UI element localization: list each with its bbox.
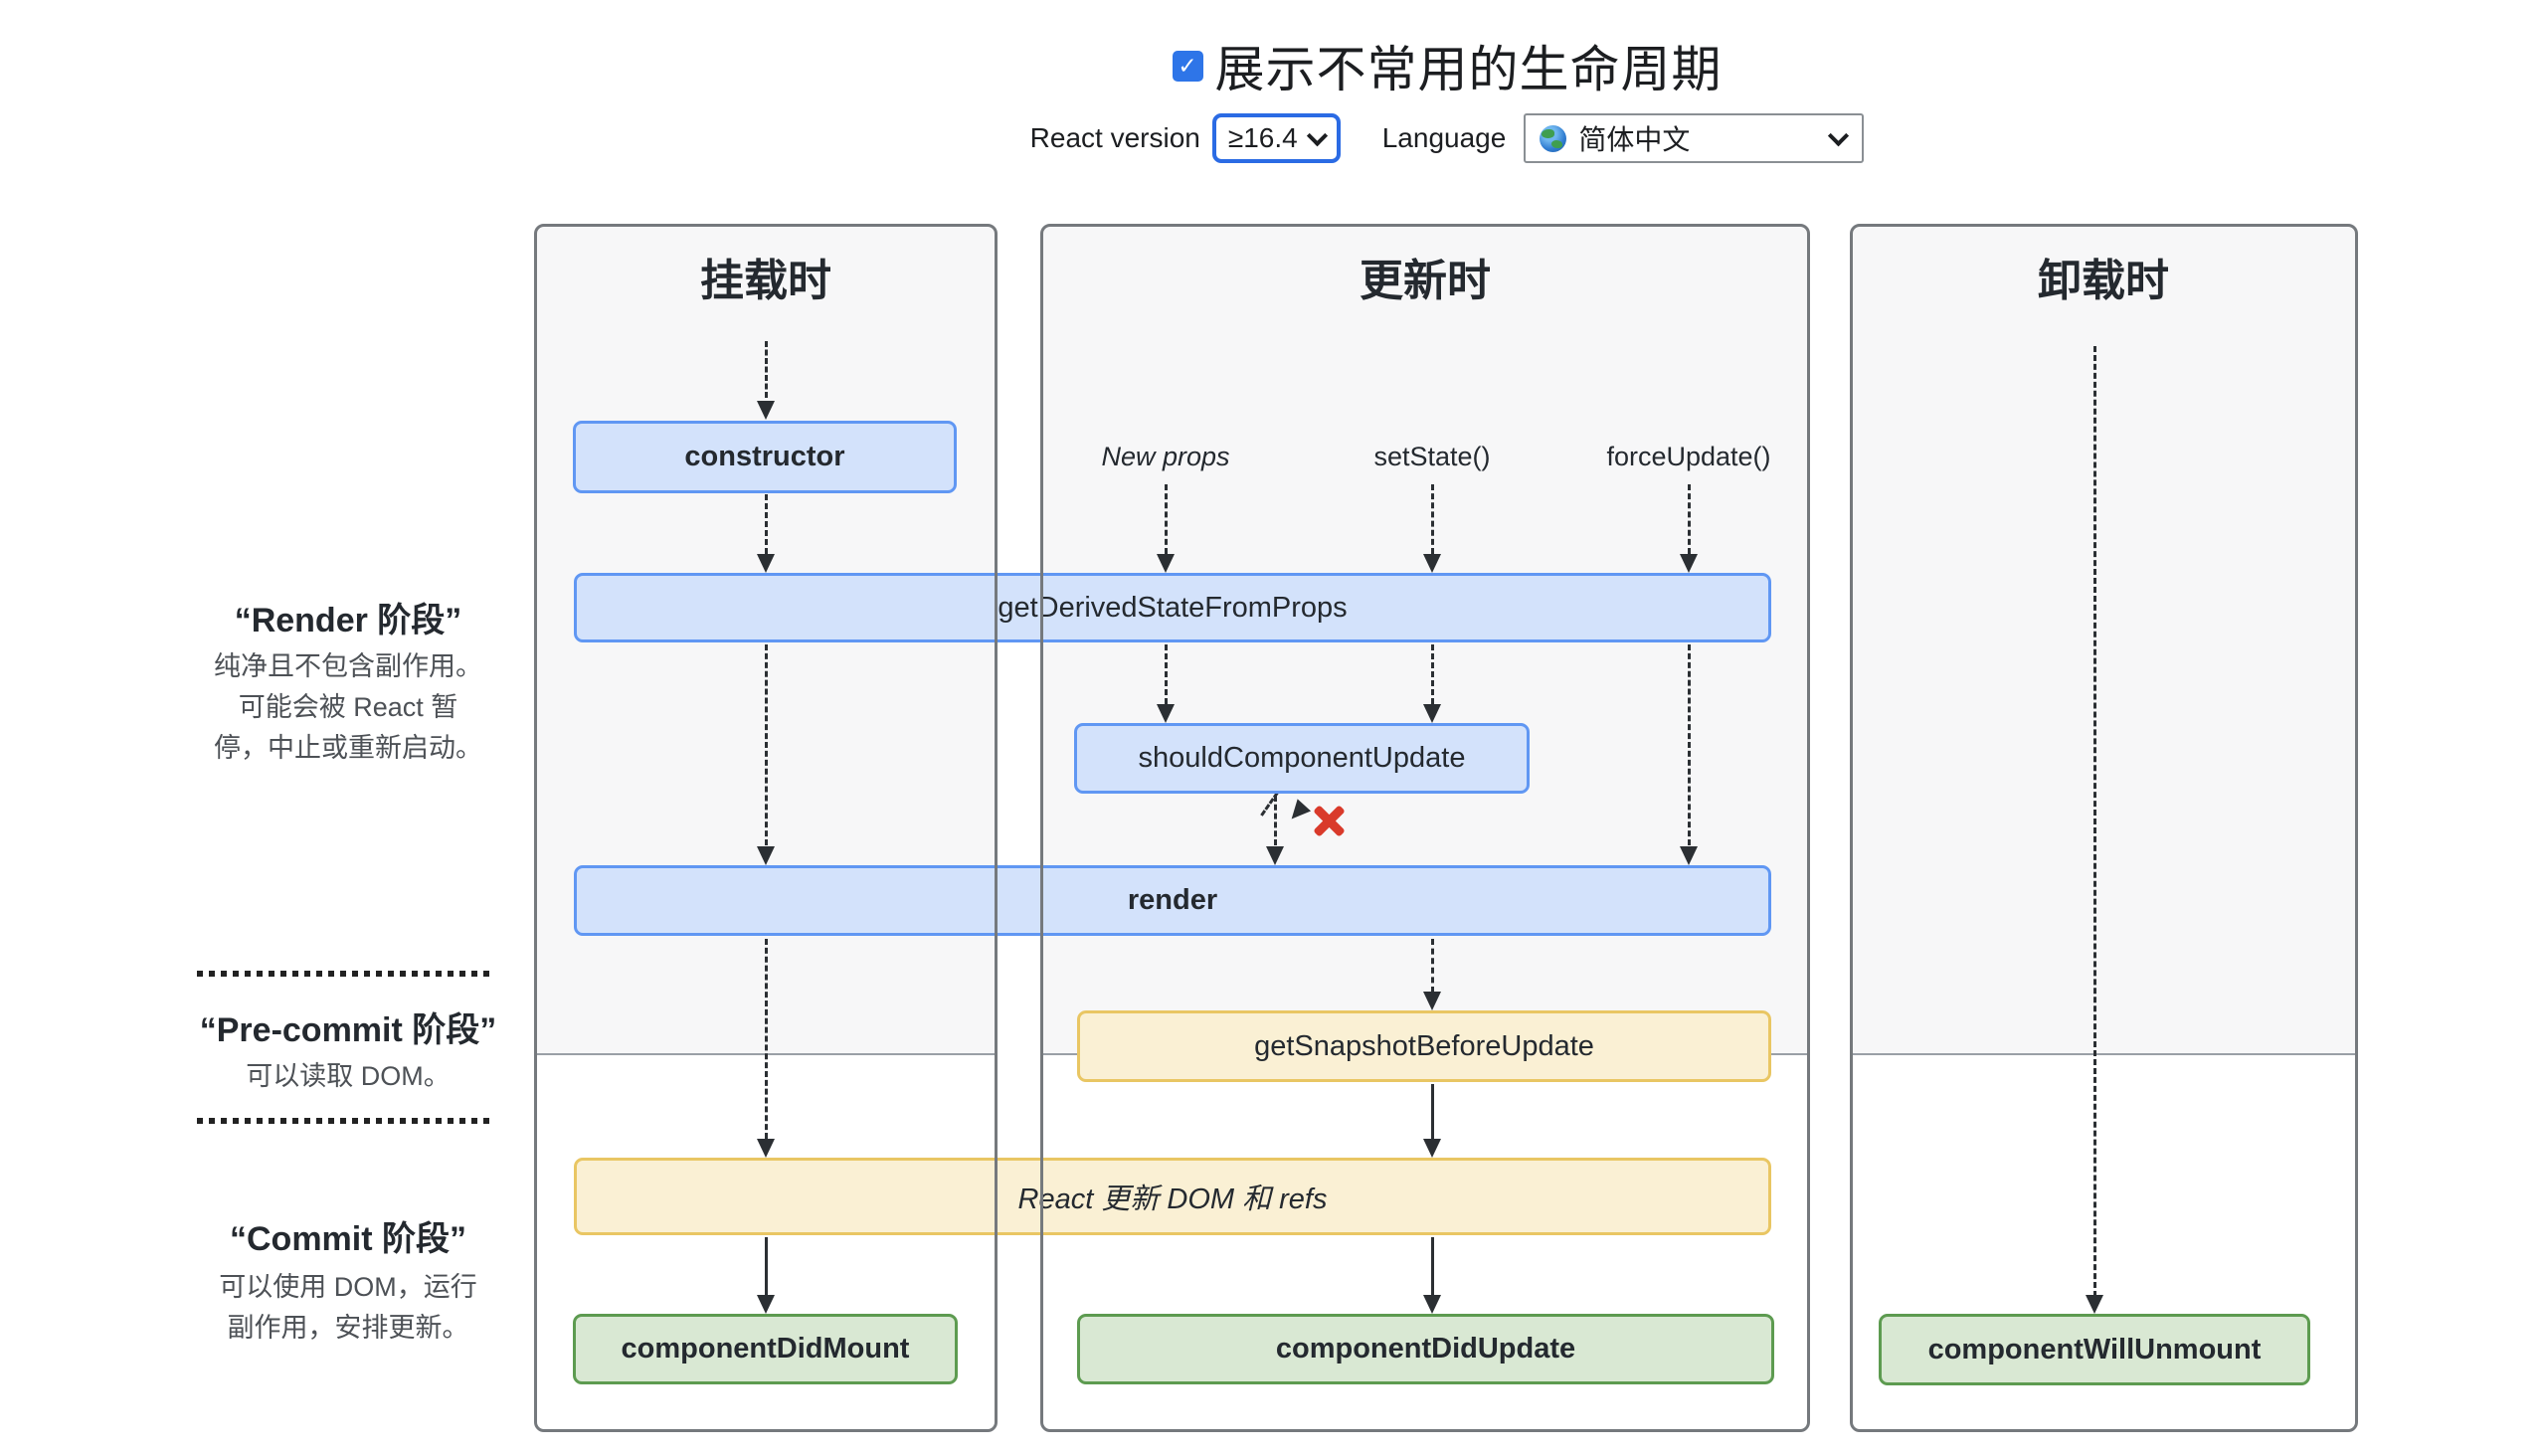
node-constructor[interactable]: constructor [573,421,957,493]
arrowhead-icon [1423,1295,1441,1314]
dashed-arrow-line [1687,644,1691,845]
node-component-will-unmount[interactable]: componentWillUnmount [1879,1314,2310,1385]
checkmark-icon: ✓ [1178,52,1197,79]
react-version-select[interactable]: ≥16.4 [1211,113,1341,163]
pre-commit-phase-line: 可以读取 DOM。 [246,1061,451,1091]
show-less-common-checkbox[interactable]: ✓ [1172,50,1203,82]
render-phase-description: 纯净且不包含副作用。 可能会被 React 暂 停，中止或重新启动。 [179,646,517,769]
globe-icon [1540,124,1567,152]
dashed-arrow-line [764,341,768,398]
dashed-arrow-line [1430,644,1434,704]
arrowhead-icon [1423,992,1441,1010]
node-should-component-update[interactable]: shouldComponentUpdate [1074,723,1530,794]
arrowhead-icon [757,1139,775,1158]
node-render[interactable]: render [574,865,1771,936]
node-react-updates-dom: React 更新 DOM 和 refs [574,1158,1771,1235]
render-phase-line: 可能会被 React 暂 [238,692,458,722]
node-get-derived-state-from-props[interactable]: getDerivedStateFromProps [574,573,1771,642]
dashed-arrow-line [1273,796,1277,845]
controls-row: React version ≥16.4 Language 简体中文 [350,113,2544,163]
arrowhead-icon [757,554,775,573]
chevron-down-icon [1306,124,1328,146]
trigger-force-update: forceUpdate() [1606,442,1771,471]
arrowhead-icon [1423,1139,1441,1158]
trigger-set-state: setState() [1373,442,1491,471]
phase-divider [197,971,495,977]
language-value: 简体中文 [1578,124,1691,155]
arrowhead-icon [1423,554,1441,573]
pre-commit-phase-title: “Pre-commit 阶段” [199,1011,497,1049]
trigger-new-props: New props [1101,442,1230,471]
solid-arrow-line [764,1237,768,1296]
dashed-arrow-line [1164,644,1168,704]
page-title: 展示不常用的生命周期 [1214,42,1723,97]
phase-divider [197,1118,495,1124]
unmounting-column-title: 卸载时 [2038,257,2169,305]
arrowhead-icon [1680,846,1698,865]
arrowhead-icon [1266,846,1284,865]
node-component-did-mount[interactable]: componentDidMount [573,1314,958,1384]
commit-phase-line: 副作用，安排更新。 [227,1313,469,1343]
dashed-arrow-line [1164,484,1168,554]
react-version-value: ≥16.4 [1227,122,1298,153]
dashed-arrow-line [2092,346,2096,1297]
arrowhead-icon [757,1295,775,1314]
unmounting-column-bg [1850,224,2358,1432]
render-phase-line: 纯净且不包含副作用。 [214,651,482,681]
commit-phase-title: “Commit 阶段” [230,1220,466,1258]
arrowhead-icon [757,846,775,865]
arrowhead-icon [1423,704,1441,723]
arrowhead-icon [1680,554,1698,573]
mounting-column-title: 挂载时 [700,257,831,305]
dashed-arrow-line [764,939,768,1139]
solid-arrow-line [1430,1084,1434,1140]
language-label: Language [1381,122,1507,153]
react-version-label: React version [1029,122,1200,153]
dashed-arrow-line [764,494,768,554]
commit-phase-line: 可以使用 DOM，运行 [219,1272,477,1302]
abort-x-icon [1313,805,1345,836]
dashed-arrow-line [1687,484,1691,554]
solid-arrow-line [1430,1237,1434,1296]
render-phase-title: “Render 阶段” [234,602,462,639]
node-component-did-update[interactable]: componentDidUpdate [1077,1314,1774,1384]
render-phase-zone [1850,224,2358,1055]
pre-commit-phase-description: 可以读取 DOM。 [179,1056,517,1097]
arrowhead-icon [757,401,775,420]
dashed-arrow-line [1430,939,1434,993]
dashed-arrow-line [764,644,768,845]
node-get-snapshot-before-update[interactable]: getSnapshotBeforeUpdate [1077,1010,1771,1082]
dashed-arrow-line [1430,484,1434,554]
language-select[interactable]: 简体中文 [1524,113,1865,163]
arrowhead-icon [1157,704,1175,723]
header: ✓ 展示不常用的生命周期 [350,30,2544,101]
arrowhead-icon [2086,1295,2103,1314]
arrowhead-icon [1157,554,1175,573]
updating-column-title: 更新时 [1360,257,1491,305]
chevron-down-icon [1828,125,1850,147]
render-phase-line: 停，中止或重新启动。 [214,733,482,763]
updating-column-bg [1040,224,1810,1432]
commit-phase-description: 可以使用 DOM，运行 副作用，安排更新。 [179,1267,517,1349]
